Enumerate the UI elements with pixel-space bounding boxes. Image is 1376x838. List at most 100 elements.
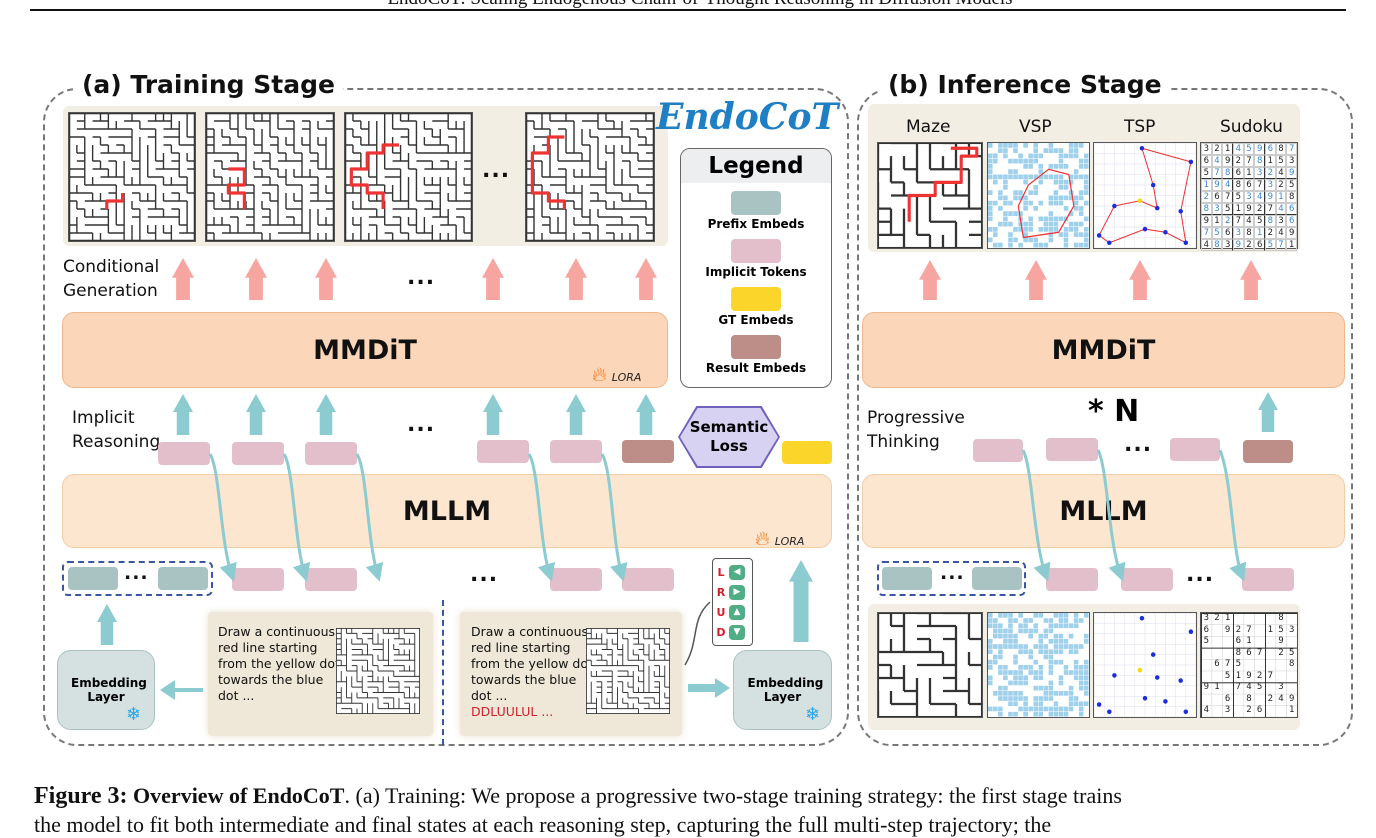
up-arrow-generation: [1240, 260, 1262, 300]
mllm-block: MLLM: [62, 474, 832, 548]
maze-image: [68, 112, 196, 242]
sudoku-cell: 3: [1201, 143, 1212, 155]
implicit-token: [550, 568, 602, 591]
sudoku-cell: 9: [1254, 143, 1265, 155]
direction-letter: L: [717, 565, 725, 579]
token-flow-arrow: [527, 453, 556, 582]
implicit-reasoning-label: Implicit Reasoning: [72, 408, 161, 452]
sudoku-puzzle-row: 91 745 3: [1203, 682, 1300, 693]
legend: Legend Prefix Embeds Implicit Tokens GT …: [680, 148, 832, 388]
tsp-output-image: [1093, 142, 1197, 249]
sudoku-cell: 2: [1254, 203, 1265, 215]
sudoku-cell: 6: [1254, 239, 1265, 251]
sudoku-cell: 9: [1222, 155, 1233, 167]
tsp-drawing: [1094, 613, 1196, 717]
legend-item: Implicit Tokens: [681, 239, 831, 279]
sudoku-puzzle-row: 675 8: [1203, 659, 1300, 670]
prefix-embed-token: [972, 567, 1022, 590]
conditional-generation-label: Conditional Generation: [63, 257, 160, 301]
repeat-n-label: * N: [1088, 394, 1140, 429]
up-arrow-reasoning: [483, 394, 503, 435]
prompt-card: Draw a continuous red line starting from…: [460, 612, 682, 736]
legend-title: Legend: [681, 149, 831, 183]
sudoku-cell: 1: [1254, 227, 1265, 239]
tsp-city: [1178, 678, 1183, 683]
legend-item: GT Embeds: [681, 287, 831, 327]
vsp-drawing: [988, 143, 1089, 248]
right-arrow-to-embedding: [688, 678, 730, 698]
implicit-token: [622, 568, 674, 591]
divider: [442, 600, 444, 745]
up-arrow-generation: [919, 260, 941, 300]
sudoku-cell: 3: [1254, 167, 1265, 179]
direction-letter: D: [716, 625, 726, 639]
legend-item: Prefix Embeds: [681, 191, 831, 231]
sudoku-cell: 9: [1233, 239, 1244, 251]
sudoku-cell: 3: [1243, 191, 1255, 203]
sudoku-cell: 1: [1265, 155, 1276, 167]
sudoku-puzzle-row: 867 25: [1203, 647, 1300, 658]
tsp-input-image: [1093, 612, 1197, 718]
token-flow-arrow: [600, 453, 628, 582]
mllm-label: MLLM: [402, 495, 492, 527]
result-embed-token: [1243, 440, 1293, 463]
sudoku-cell: 8: [1286, 191, 1297, 203]
tsp-city: [1163, 229, 1168, 235]
tsp-city: [1096, 233, 1102, 238]
sudoku-cell: 9: [1211, 179, 1223, 191]
up-arrow-generation: [315, 258, 337, 300]
ellipsis: ...: [124, 562, 149, 584]
sudoku-cell: 3: [1275, 215, 1287, 227]
sudoku-cell: 6: [1222, 227, 1233, 239]
lora-label: LORA: [611, 371, 642, 384]
solution-path: [105, 193, 125, 209]
sudoku-cell: 6: [1265, 143, 1276, 155]
sudoku-puzzle-row: 5 61 9: [1203, 636, 1300, 647]
tsp-city: [1150, 652, 1156, 657]
snowflake-icon: ❄: [126, 704, 142, 725]
implicit-token: [305, 568, 357, 591]
sudoku-cell: 6: [1233, 167, 1244, 179]
header-rule: [30, 9, 1346, 11]
arrow-down-icon: ▼: [729, 624, 745, 640]
sudoku-cell: 7: [1265, 203, 1276, 215]
prompt-answer: DDLUULUL ...: [471, 704, 554, 719]
sudoku-cell: 8: [1222, 167, 1233, 179]
implicit-token: [305, 442, 357, 465]
tsp-city: [1137, 198, 1143, 204]
solution-path: [530, 135, 566, 209]
result-embed-token: [622, 440, 674, 463]
sudoku-puzzle-grid: 321 8 6 927 153 5 61 9 867 25 675 8 5192…: [1200, 612, 1298, 718]
legend-swatch: [731, 335, 781, 359]
sudoku-puzzle-row: 6 8 249: [1203, 693, 1300, 704]
sudoku-cell: 4: [1254, 191, 1265, 203]
implicit-token: [1170, 438, 1220, 461]
maze-walls: [586, 628, 670, 714]
maze-drawing: [69, 113, 195, 241]
legend-label: Result Embeds: [705, 361, 807, 375]
up-arrow-reasoning: [1258, 392, 1278, 432]
sudoku-cell: 4: [1275, 227, 1287, 239]
sudoku-cell: 3: [1233, 227, 1244, 239]
maze-walls: [878, 613, 982, 717]
direction-tokens: L◀ R▶ U▲ D▼: [712, 558, 753, 646]
tsp-drawing: [1094, 143, 1196, 248]
left-arrow-to-embedding: [160, 680, 203, 700]
arrow-up-icon: ▲: [729, 604, 745, 620]
maze-image: [205, 112, 335, 242]
implicit-token: [1046, 568, 1098, 591]
sudoku-cell: 5: [1233, 191, 1244, 203]
tsp-city: [1107, 709, 1112, 715]
sudoku-cell: 1: [1211, 215, 1223, 227]
up-arrow-reasoning: [566, 394, 586, 435]
sudoku-cell: 4: [1211, 155, 1223, 167]
sudoku-cell: 6: [1201, 155, 1212, 167]
sudoku-cell: 9: [1286, 227, 1297, 239]
sudoku-cell: 6: [1211, 191, 1223, 203]
sudoku-cell: 2: [1265, 227, 1276, 239]
up-arrow-embedding: [789, 560, 813, 642]
token-flow-arrow: [1021, 449, 1051, 582]
tsp-city: [1142, 695, 1148, 701]
legend-label: GT Embeds: [718, 313, 794, 327]
direction-arrow: [684, 601, 711, 666]
